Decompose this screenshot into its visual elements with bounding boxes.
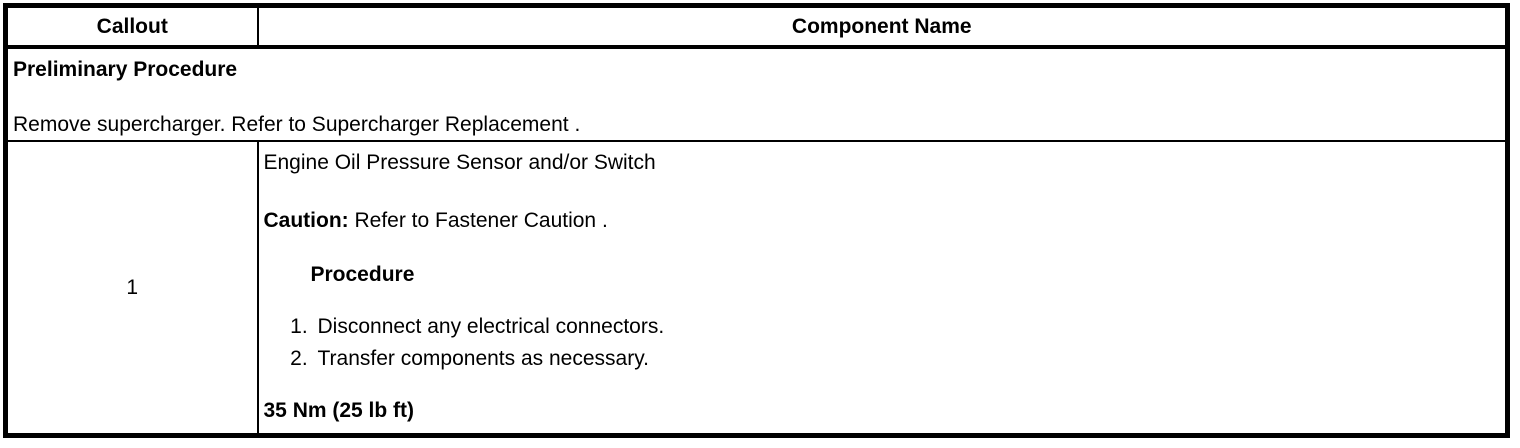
component-row: 1 Engine Oil Pressure Sensor and/or Swit… — [4, 140, 1509, 437]
component-name-column-header: Component Name — [256, 4, 1509, 49]
callout-table: Callout Component Name Preliminary Proce… — [3, 3, 1510, 438]
torque-spec: 35 Nm (25 lb ft) — [263, 399, 415, 422]
preliminary-procedure-row: Preliminary Procedure Remove supercharge… — [4, 46, 1509, 142]
caution-text: Refer to Fastener Caution . — [348, 209, 608, 232]
preliminary-procedure-title: Preliminary Procedure — [13, 58, 238, 81]
caution-line: Caution: Refer to Fastener Caution . — [264, 208, 1496, 234]
component-detail-cell: Engine Oil Pressure Sensor and/or Switch… — [256, 140, 1509, 437]
preliminary-procedure-cell: Preliminary Procedure Remove supercharge… — [4, 46, 1509, 142]
procedure-steps-list: Disconnect any electrical connectors. Tr… — [264, 311, 1496, 375]
procedure-step-1: Disconnect any electrical connectors. — [314, 311, 1496, 343]
procedure-heading: Procedure — [310, 263, 415, 286]
caution-label: Caution: — [263, 209, 349, 232]
component-name: Engine Oil Pressure Sensor and/or Switch — [263, 151, 656, 174]
preliminary-procedure-text: Remove supercharger. Refer to Supercharg… — [13, 113, 581, 136]
callout-number: 1 — [4, 140, 259, 437]
table-header-row: Callout Component Name — [4, 4, 1509, 49]
procedure-step-2: Transfer components as necessary. — [314, 343, 1496, 375]
callout-column-header: Callout — [4, 4, 259, 49]
